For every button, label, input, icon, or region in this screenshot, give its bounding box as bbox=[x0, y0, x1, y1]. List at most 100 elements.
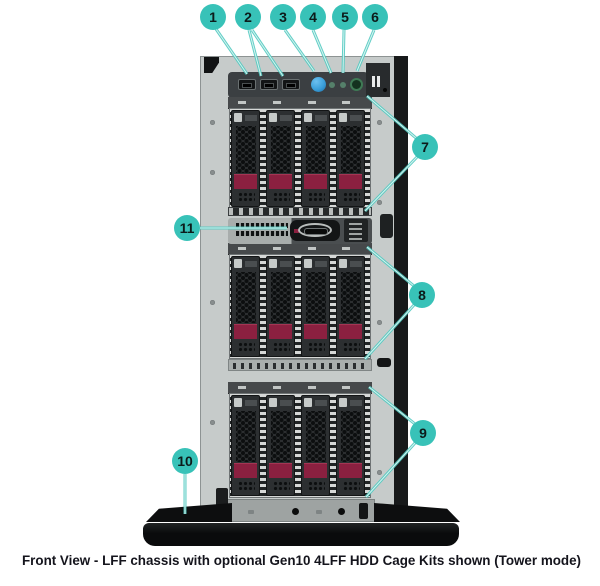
callout-5-number: 5 bbox=[341, 9, 349, 25]
screw-icon bbox=[210, 420, 215, 425]
health-led-icon bbox=[329, 82, 335, 88]
bay-number-mark bbox=[238, 247, 246, 250]
vent-row-icon bbox=[236, 231, 288, 236]
callout-2: 2 bbox=[235, 4, 261, 30]
lock-dot-icon bbox=[383, 88, 387, 92]
drive-carrier bbox=[336, 395, 365, 496]
callout-6: 6 bbox=[362, 4, 388, 30]
drive-carrier bbox=[301, 395, 330, 496]
drive-cage-2 bbox=[229, 254, 371, 359]
power-button-icon bbox=[350, 78, 363, 91]
drive-carrier bbox=[266, 110, 295, 207]
carrier-latch-bar bbox=[304, 174, 327, 189]
carrier-label-chip bbox=[315, 400, 327, 406]
carrier-release-tab bbox=[269, 398, 277, 407]
carrier-vent-holes bbox=[271, 126, 291, 173]
vent-bar-icon bbox=[372, 76, 375, 87]
carrier-lower-vents bbox=[308, 192, 325, 202]
screw-icon bbox=[210, 170, 215, 175]
tower-foot-left bbox=[146, 503, 232, 522]
vent-bar-icon bbox=[377, 76, 380, 87]
bay-number-mark bbox=[342, 101, 350, 104]
cage2-bottom-vent-strip bbox=[228, 359, 372, 371]
bay-number-mark bbox=[238, 386, 246, 389]
carrier-vent-holes bbox=[306, 126, 326, 173]
carrier-vent-holes bbox=[271, 411, 291, 462]
carrier-latch-bar bbox=[304, 463, 327, 478]
carrier-lower-vents bbox=[308, 342, 325, 352]
front-io-panel bbox=[228, 72, 368, 98]
carrier-lower-vents bbox=[273, 342, 290, 352]
drive-carrier bbox=[231, 110, 260, 207]
carrier-release-tab bbox=[269, 113, 277, 122]
carrier-latch-bar bbox=[339, 463, 362, 478]
carrier-label-chip bbox=[245, 400, 257, 406]
usb-port-icon bbox=[282, 79, 300, 90]
media-bay-label-plate bbox=[344, 219, 368, 242]
nic-led-icon bbox=[340, 82, 346, 88]
carrier-vent-holes bbox=[271, 272, 291, 323]
drive-carrier bbox=[336, 256, 365, 357]
callout-7-number: 7 bbox=[421, 139, 429, 155]
bay-number-mark bbox=[342, 386, 350, 389]
screw-icon bbox=[377, 200, 382, 205]
vent-row-icon bbox=[236, 223, 288, 228]
carrier-latch-bar bbox=[234, 174, 257, 189]
callout-10-number: 10 bbox=[177, 453, 193, 469]
carrier-latch-bar bbox=[234, 463, 257, 478]
callout-7: 7 bbox=[412, 134, 438, 160]
screw-icon bbox=[377, 120, 382, 125]
carrier-label-chip bbox=[350, 261, 362, 267]
carrier-lower-vents bbox=[308, 481, 325, 491]
bay-number-mark bbox=[273, 247, 281, 250]
odd-eject-button-icon bbox=[294, 229, 299, 233]
carrier-release-tab bbox=[304, 113, 312, 122]
callout-8: 8 bbox=[409, 282, 435, 308]
uid-button-icon bbox=[311, 77, 326, 92]
carrier-vent-holes bbox=[341, 411, 361, 462]
carrier-release-tab bbox=[304, 398, 312, 407]
bay-number-mark bbox=[308, 247, 316, 250]
carrier-latch-bar bbox=[269, 174, 292, 189]
carrier-lower-vents bbox=[273, 481, 290, 491]
drive-carrier bbox=[336, 110, 365, 207]
odd-tray-ellipse-icon bbox=[298, 223, 332, 237]
tower-base-stand bbox=[143, 523, 459, 546]
carrier-release-tab bbox=[234, 113, 242, 122]
callout-8-number: 8 bbox=[418, 287, 426, 303]
carrier-release-tab bbox=[339, 113, 347, 122]
drive-carrier bbox=[301, 110, 330, 207]
screw-icon bbox=[377, 470, 382, 475]
bay-number-mark bbox=[273, 101, 281, 104]
frame-latch-handle bbox=[380, 214, 393, 238]
screw-icon bbox=[377, 320, 382, 325]
media-bay-vents bbox=[236, 223, 288, 239]
panel-screw-hole bbox=[292, 508, 299, 515]
carrier-release-tab bbox=[304, 259, 312, 268]
frame-slot bbox=[377, 358, 391, 367]
carrier-latch-bar bbox=[304, 324, 327, 339]
callout-6-number: 6 bbox=[371, 9, 379, 25]
carrier-latch-bar bbox=[234, 324, 257, 339]
callout-1: 1 bbox=[200, 4, 226, 30]
carrier-latch-bar bbox=[339, 324, 362, 339]
carrier-label-chip bbox=[350, 115, 362, 121]
carrier-vent-holes bbox=[236, 411, 256, 462]
carrier-lower-vents bbox=[343, 192, 360, 202]
usb-port-icon bbox=[260, 79, 278, 90]
drive-carrier bbox=[231, 256, 260, 357]
bay-number-mark bbox=[308, 101, 316, 104]
carrier-label-chip bbox=[280, 400, 292, 406]
callout-10: 10 bbox=[172, 448, 198, 474]
bay-number-mark bbox=[238, 101, 246, 104]
usb-port-icon bbox=[238, 79, 256, 90]
callout-4-number: 4 bbox=[309, 9, 317, 25]
carrier-label-chip bbox=[350, 400, 362, 406]
carrier-vent-holes bbox=[306, 411, 326, 462]
screw-icon bbox=[210, 300, 215, 305]
carrier-label-chip bbox=[245, 261, 257, 267]
carrier-vent-holes bbox=[341, 126, 361, 173]
callout-1-number: 1 bbox=[209, 9, 217, 25]
carrier-lower-vents bbox=[343, 481, 360, 491]
